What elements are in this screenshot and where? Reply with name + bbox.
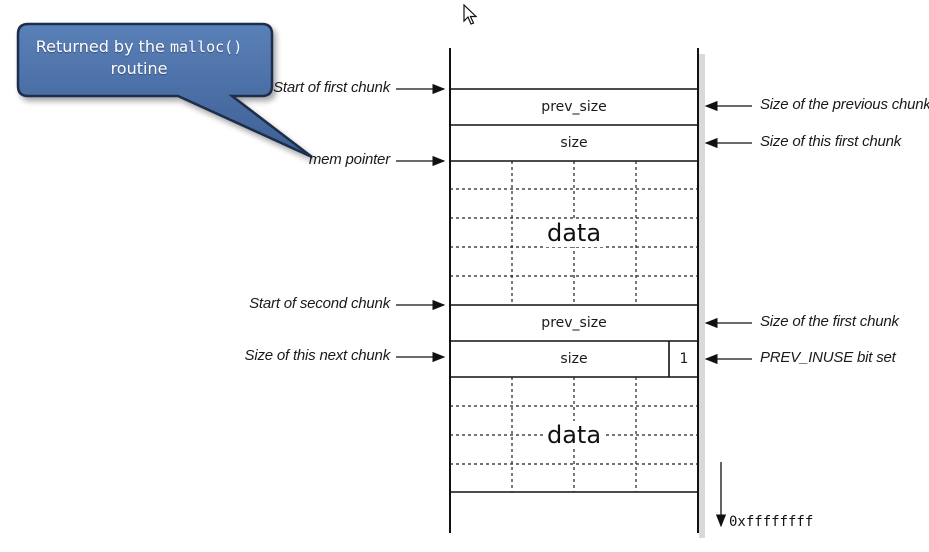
chunk2-data: data [542,421,606,449]
callout-text-before: Returned by the [35,37,170,56]
label-size-first-chunk: Size of the first chunk [760,313,899,330]
memory-shadow [699,54,705,538]
label-mem-pointer: mem pointer [308,151,390,168]
label-start-first-chunk: Start of first chunk [273,79,390,96]
chunk2-inuse-bit: 1 [679,351,689,367]
label-size-previous-chunk: Size of the previous chunk [760,96,929,113]
label-prev-inuse-bit-set: PREV_INUSE bit set [760,349,896,366]
chunk2-prev-size: prev_size [541,315,607,331]
chunk1-prev-size: prev_size [541,99,607,115]
chunk-boundaries [450,88,698,493]
callout-bubble [16,22,313,159]
chunk1-data: data [542,219,606,247]
callout-code: malloc() [169,38,243,56]
callout-text: Returned by the malloc() routine [8,36,270,80]
label-size-next-chunk: Size of this next chunk [244,347,391,364]
left-arrows [396,83,446,363]
chunk1-size: size [560,135,588,151]
address-label: 0xffffffff [729,514,814,530]
label-size-this-first-chunk: Size of this first chunk [760,133,902,150]
callout-text-after: routine [110,59,168,78]
label-start-second-chunk: Start of second chunk [249,295,390,312]
chunk2-data-grid [450,377,698,492]
chunk2-size: size [560,351,588,367]
mouse-pointer-icon [463,4,478,25]
right-arrows [704,100,752,365]
